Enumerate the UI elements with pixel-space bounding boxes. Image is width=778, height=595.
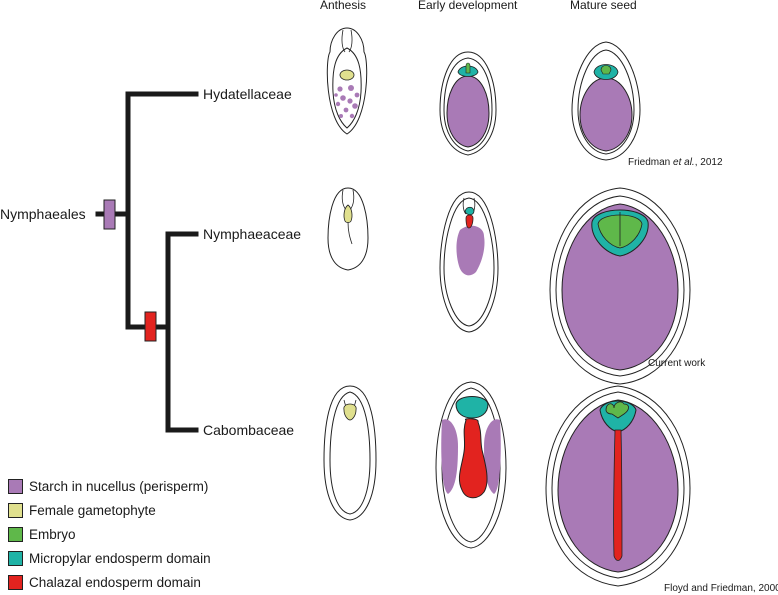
citation-current-work: Current work: [648, 358, 706, 369]
legend-swatch-embryo: [8, 526, 23, 542]
nymphaeales-perisperm-marker: [103, 199, 116, 230]
legend-swatch-gametophyte: [8, 502, 23, 518]
nymphaeaceae-early-seed: [439, 191, 499, 333]
column-header-anthesis: Anthesis: [320, 0, 367, 12]
hydatellaceae-early-seed: [439, 51, 497, 156]
legend: Starch in nucellus (perisperm) Female ga…: [8, 474, 211, 594]
hydatellaceae-mature-seed: [571, 41, 641, 161]
cabombaceae-mature-seed: [545, 385, 691, 587]
legend-item-chalazal: Chalazal endosperm domain: [8, 570, 211, 594]
citation-floyd-friedman-2000: Floyd and Friedman, 2000: [664, 583, 778, 594]
legend-swatch-perisperm: [8, 478, 23, 494]
legend-label: Chalazal endosperm domain: [29, 574, 201, 590]
column-header-early-development: Early development: [418, 0, 518, 12]
citation-friedman-2012: Friedman et al., 2012: [628, 157, 723, 168]
legend-label: Starch in nucellus (perisperm): [29, 478, 209, 494]
nymphaeaceae-mature-seed: [549, 187, 691, 385]
legend-item-gametophyte: Female gametophyte: [8, 498, 211, 522]
cabombaceae-early-seed: [435, 381, 507, 549]
taxon-label-cabombaceae: Cabombaceae: [203, 422, 295, 438]
citation-author: Friedman: [628, 157, 674, 168]
nymphaeaceae-anthesis-ovule: [327, 187, 369, 271]
legend-item-embryo: Embryo: [8, 522, 211, 546]
citation-et-al: et al.: [673, 157, 695, 168]
taxon-label-nymphaeaceae: Nymphaeaceae: [203, 226, 302, 242]
citation-year: , 2012: [694, 157, 723, 168]
chalazal-endosperm-marker: [144, 311, 157, 342]
taxon-label-hydatellaceae: Hydatellaceae: [203, 86, 292, 102]
cabombaceae-anthesis-ovule: [323, 385, 377, 521]
legend-item-micropylar: Micropylar endosperm domain: [8, 546, 211, 570]
legend-item-perisperm: Starch in nucellus (perisperm): [8, 474, 211, 498]
legend-label: Female gametophyte: [29, 502, 156, 518]
legend-swatch-micropylar: [8, 550, 23, 566]
hydatellaceae-anthesis-ovule: [326, 27, 368, 135]
root-label-nymphaeales: Nymphaeales: [0, 206, 86, 222]
legend-swatch-chalazal: [8, 574, 23, 590]
column-header-mature-seed: Mature seed: [570, 0, 637, 12]
phylogenetic-tree: [95, 91, 199, 433]
legend-label: Micropylar endosperm domain: [29, 550, 211, 566]
legend-label: Embryo: [29, 526, 76, 542]
